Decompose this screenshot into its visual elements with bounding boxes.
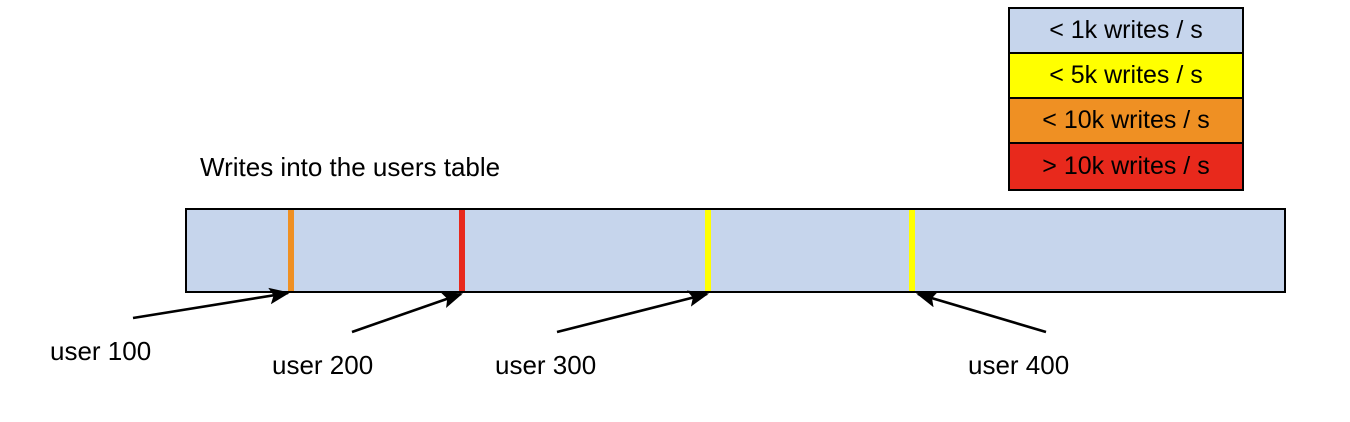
arrow-user-300 [556, 290, 710, 334]
arrow-user-400 [916, 291, 1047, 334]
write-rate-marker-user-100 [287, 210, 294, 291]
write-rate-marker-user-300 [705, 210, 712, 291]
legend-item-label: > 10k writes / s [1042, 152, 1210, 180]
legend-item-lt-1k: < 1k writes / s [1010, 9, 1242, 54]
legend-item-lt-5k: < 5k writes / s [1010, 54, 1242, 99]
write-rate-marker-user-400 [909, 210, 916, 291]
legend-item-label: < 10k writes / s [1042, 106, 1210, 134]
legend-item-lt-10k: < 10k writes / s [1010, 99, 1242, 144]
legend-item-label: < 5k writes / s [1049, 61, 1203, 89]
annotation-label-user-300: user 300 [495, 350, 597, 380]
legend-item-label: < 1k writes / s [1049, 16, 1203, 44]
annotation-label-user-200: user 200 [272, 350, 374, 380]
write-rate-marker-user-200 [459, 210, 466, 291]
arrow-group [132, 287, 1047, 334]
users-table-bar [185, 208, 1286, 293]
chart-caption: Writes into the users table [200, 152, 501, 182]
annotation-label-user-400: user 400 [968, 350, 1070, 380]
annotation-label-user-100: user 100 [50, 336, 152, 366]
legend-item-gt-10k: > 10k writes / s [1010, 144, 1242, 189]
legend: < 1k writes / s < 5k writes / s < 10k wr… [1008, 7, 1244, 191]
arrow-user-100 [132, 287, 291, 320]
arrow-user-200 [351, 292, 463, 334]
